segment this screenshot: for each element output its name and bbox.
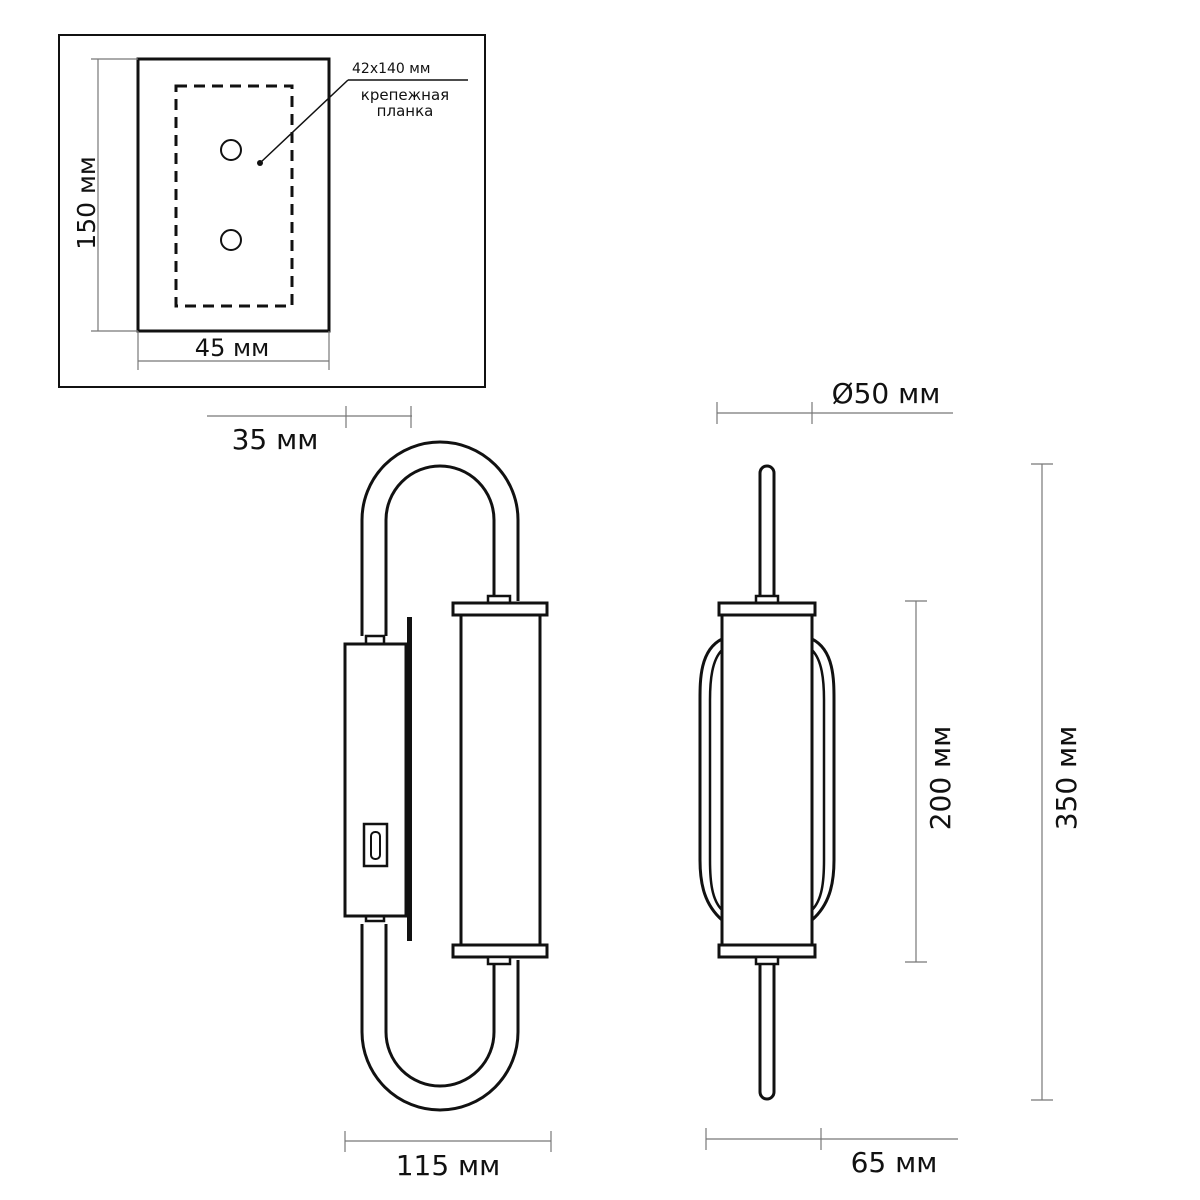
side-shade-body (720, 613, 814, 947)
side-top-cap (717, 601, 817, 617)
plate-leader-dot (257, 160, 263, 166)
screw-hole-top (220, 139, 242, 161)
side-bottom-collar (754, 955, 780, 966)
plate-leader-line (259, 79, 349, 164)
shade-bottom-cap (451, 943, 549, 959)
canopy-outline (136, 57, 331, 333)
inset-frame (58, 34, 486, 388)
side-view: Ø50 мм 200 мм 350 мм 65 мм (698, 377, 1083, 1179)
side-diameter-label: Ø50 мм (832, 377, 941, 410)
side-bottom-cap (717, 943, 817, 959)
side-depth-label: 65 мм (851, 1146, 938, 1179)
side-arm-loop-right-inner (811, 649, 826, 911)
lower-arm-inner (384, 924, 496, 1088)
front-width-label: 115 мм (396, 1149, 501, 1182)
lower-arm-outer (360, 924, 520, 1112)
side-bottom-rod (758, 964, 776, 1101)
mounting-plate-dashed (174, 84, 294, 308)
inset-panel: 42х140 мм крепежная планка 150 мм 45 мм (58, 34, 486, 388)
wall-plate (407, 617, 412, 941)
upper-arm-outer (360, 440, 520, 636)
upper-arm-inner (384, 464, 496, 636)
plate-label-line2: планка (377, 102, 434, 120)
plate-label-line1: крепежная (361, 86, 449, 104)
inset-width-label: 45 мм (195, 334, 269, 362)
front-depth-label: 35 мм (232, 423, 319, 456)
front-view: 35 мм 115 мм (207, 406, 552, 1182)
side-top-rod (758, 464, 776, 596)
total-height-label: 350 мм (1050, 726, 1083, 831)
side-arm-loop (698, 637, 724, 922)
plate-size-label: 42х140 мм (352, 61, 430, 77)
shade-top-cap (451, 601, 549, 617)
shade-bottom-collar (486, 955, 512, 966)
inset-height-label: 150 мм (72, 156, 101, 249)
canopy-box (343, 642, 408, 918)
shade-height-label: 200 мм (924, 726, 957, 831)
shade-body (459, 613, 542, 947)
screw-hole-bottom (220, 229, 242, 251)
switch-inner (370, 831, 381, 860)
side-arm-loop-inner (708, 649, 723, 911)
side-arm-loop-right (810, 637, 836, 922)
